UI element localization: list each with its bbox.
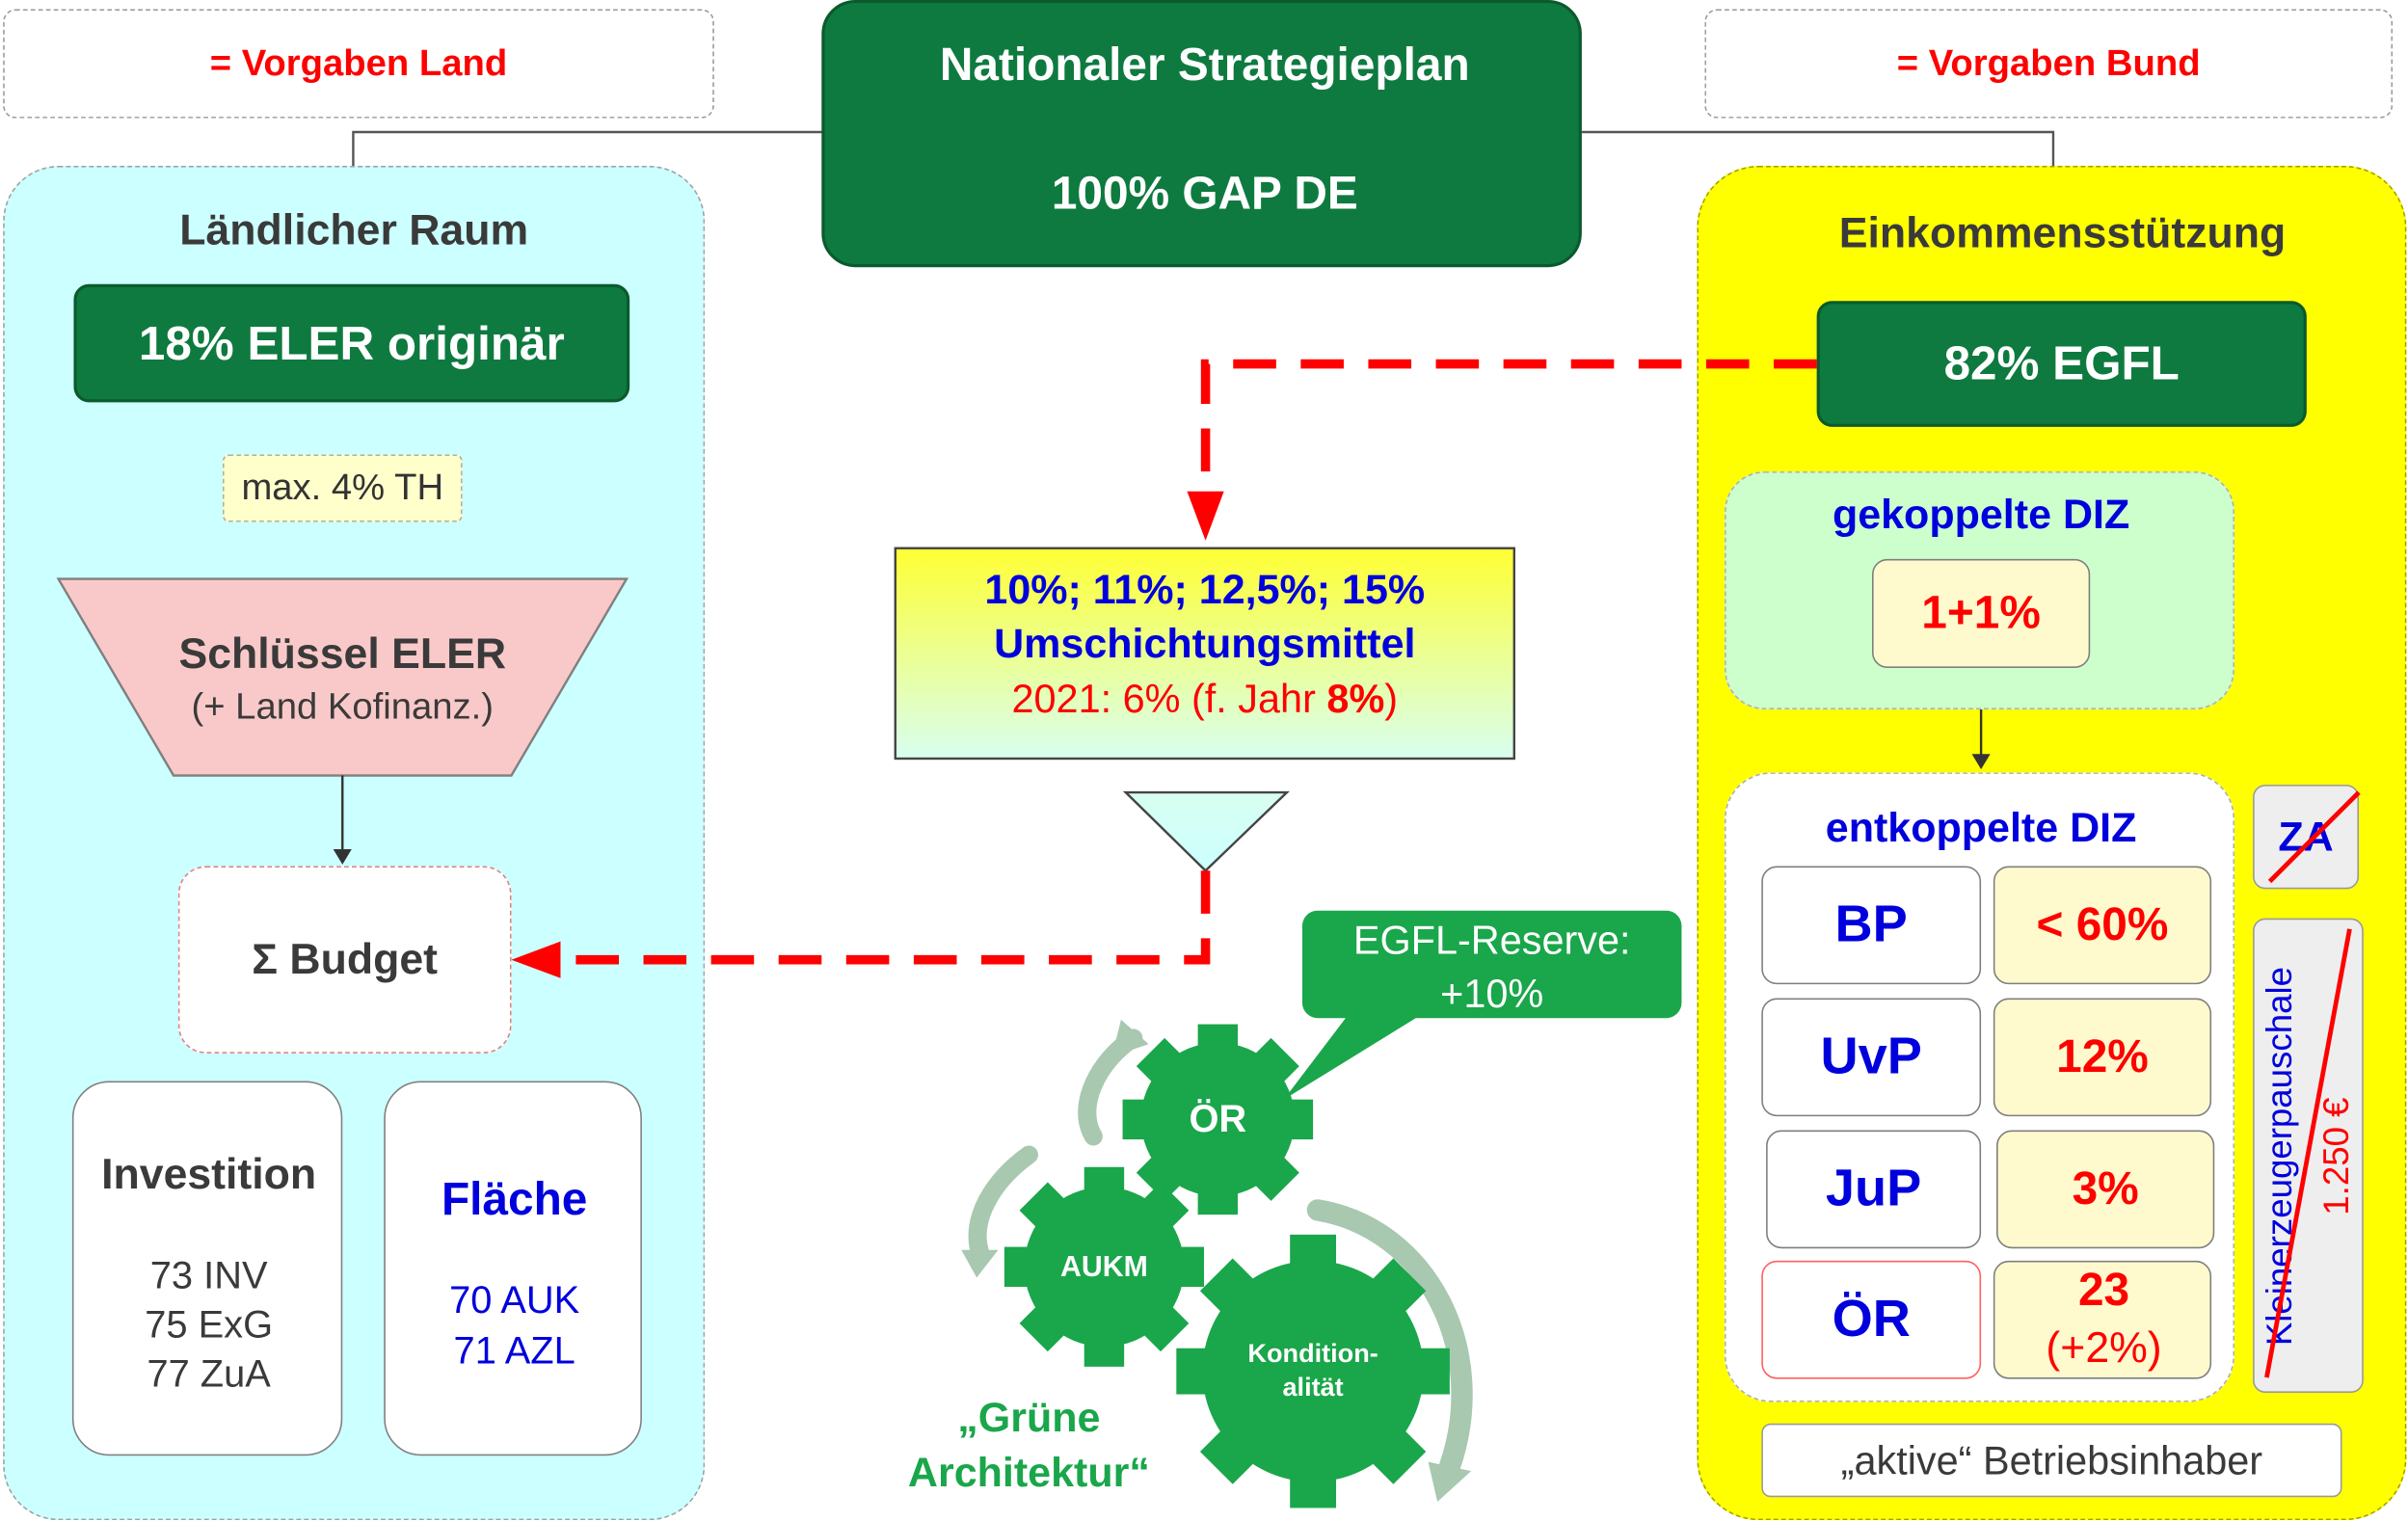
coupled-diz-box: gekoppelte DIZ 1+1%: [1725, 471, 2234, 710]
row-or-value: 23 (+2%): [1993, 1260, 2212, 1379]
funnel-title: Schlüssel ELER: [178, 629, 507, 678]
reserve-line-1: EGFL-Reserve:: [1352, 916, 1631, 963]
green-architecture-line-2: Architektur“: [907, 1449, 1150, 1495]
za-box: ZA: [2253, 785, 2360, 890]
strategy-plan-box: Nationaler Strategieplan 100% GAP DE: [821, 0, 1582, 268]
investition-title: Investition: [101, 1150, 317, 1198]
transfer-2021-prefix: 2021: 6% (f. Jahr: [1011, 675, 1327, 721]
investition-line-2: 75 ExG: [145, 1303, 274, 1348]
investition-line-3: 77 ZuA: [147, 1352, 271, 1397]
gear-conditionality-icon: [1176, 1234, 1450, 1509]
active-owners-box: „aktive“ Betriebsinhaber: [1761, 1423, 2342, 1498]
strategy-plan-subtitle: 100% GAP DE: [1051, 169, 1358, 220]
row-bp-value: < 60%: [1993, 866, 2212, 985]
th-note: max. 4% TH: [222, 454, 463, 522]
gear-conditionality-label-1: Kondition-: [1247, 1339, 1378, 1369]
row-uvp-value: 12%: [1993, 998, 2212, 1117]
transfer-2021-suffix: ): [1384, 675, 1399, 721]
egfl-box: 82% EGFL: [1816, 301, 2307, 427]
row-uvp-label: UvP: [1761, 998, 1982, 1117]
transfer-title: Umschichtungsmittel: [994, 619, 1416, 666]
row-or-label: ÖR: [1761, 1260, 1982, 1379]
flaeche-title: Fläche: [441, 1174, 588, 1226]
reserve-line-2: +10%: [1440, 970, 1544, 1016]
coupled-diz-title: gekoppelte DIZ: [1832, 491, 2130, 538]
transfer-rates: 10%; 11%; 12,5%; 15%: [984, 566, 1426, 612]
flaeche-box: Fläche 70 AUK 71 AZL: [384, 1081, 642, 1456]
investition-box: Investition 73 INV 75 ExG 77 ZuA: [71, 1081, 343, 1456]
decoupled-diz-title: entkoppelte DIZ: [1825, 804, 2137, 851]
eler-box: 18% ELER originär: [73, 283, 630, 403]
legend-land: = Vorgaben Land: [3, 9, 714, 119]
transfer-2021-bold: 8%: [1326, 675, 1385, 721]
gear-aukm-label: AUKM: [1060, 1251, 1148, 1284]
green-architecture-line-1: „Grüne: [957, 1393, 1101, 1440]
budget-box: Σ Budget: [177, 866, 512, 1054]
gear-or-label: ÖR: [1189, 1097, 1247, 1140]
row-jup-value: 3%: [1996, 1130, 2215, 1249]
funnel-subtitle: (+ Land Kofinanz.): [191, 686, 495, 729]
legend-bund-label: = Vorgaben Bund: [1896, 41, 2201, 84]
row-jup-label: JuP: [1766, 1130, 1982, 1249]
legend-land-label: = Vorgaben Land: [209, 41, 508, 84]
legend-bund: = Vorgaben Bund: [1704, 9, 2394, 119]
transfer-2021-note: 2021: 6% (f. Jahr 8%): [896, 673, 1514, 725]
flaeche-line-1: 70 AUK: [449, 1279, 580, 1322]
coupled-diz-value: 1+1%: [1871, 558, 2091, 668]
row-or-value-line2: (+2%): [2046, 1323, 2162, 1372]
investition-line-1: 73 INV: [149, 1254, 268, 1298]
gear-conditionality-label-2: alität: [1282, 1373, 1344, 1402]
rural-area-title: Ländlicher Raum: [179, 205, 529, 254]
row-bp-label: BP: [1761, 866, 1982, 985]
flaeche-line-2: 71 AZL: [453, 1329, 575, 1374]
gear-or-icon: [1122, 1024, 1314, 1215]
strategy-plan-title: Nationaler Strategieplan: [939, 40, 1470, 91]
row-or-value-line1: 23: [2077, 1265, 2130, 1317]
income-support-title: Einkommensstützung: [1838, 208, 2287, 257]
gear-aukm-icon: [1003, 1166, 1204, 1367]
